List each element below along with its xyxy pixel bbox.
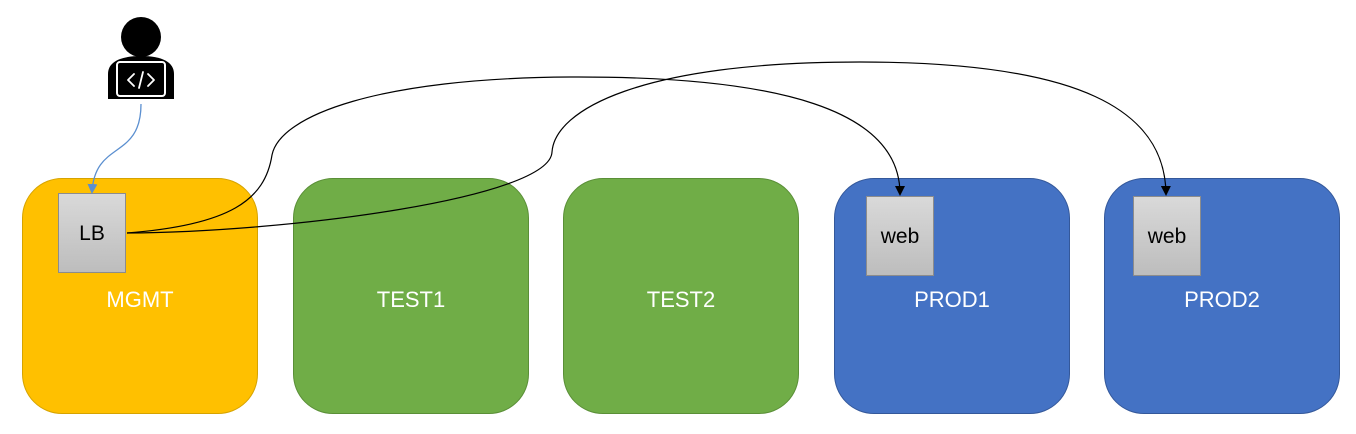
zone-label-prod2: PROD2 [1184, 287, 1260, 312]
web-node-prod1: web [866, 196, 934, 276]
lb-to-prod2-connector [126, 61, 1171, 234]
zone-test2: TEST2 [563, 178, 799, 414]
user-to-lb-connector [87, 103, 142, 194]
web-node-prod2-label: web [1147, 225, 1187, 248]
lb-node: LB [58, 193, 126, 273]
web-node-prod2: web [1133, 196, 1201, 276]
developer-laptop-icon [108, 17, 174, 99]
zone-prod1: PROD1 [834, 178, 1070, 414]
lb-to-prod1-connector [126, 76, 905, 234]
zone-label-test2: TEST2 [646, 287, 716, 312]
zone-label-mgmt: MGMT [106, 287, 174, 312]
zone-label-prod1: PROD1 [914, 287, 990, 312]
zone-test1: TEST1 [293, 178, 529, 414]
lb-node-label: LB [79, 222, 105, 245]
web-node-prod1-label: web [880, 225, 920, 248]
zone-label-test1: TEST1 [376, 287, 446, 312]
